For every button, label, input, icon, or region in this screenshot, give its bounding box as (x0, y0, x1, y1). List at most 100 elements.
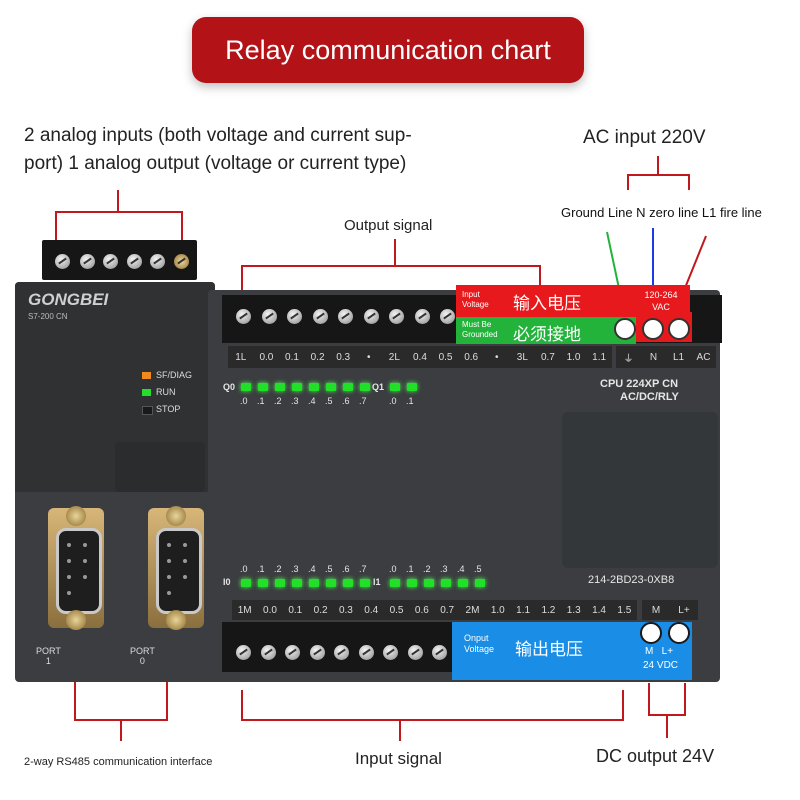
q0-group-label: Q0 (223, 382, 236, 392)
input-terminal-screw-4[interactable] (334, 645, 349, 660)
output-terminal-screw-2[interactable] (287, 309, 302, 324)
i0-led-1 (258, 579, 268, 587)
q0-led-3 (292, 383, 302, 391)
run-label: RUN (156, 387, 176, 397)
input-terminal-screw-6[interactable] (383, 645, 398, 660)
input-terminal-screw-8[interactable] (432, 645, 447, 660)
input-terminal-screw-3[interactable] (309, 645, 325, 660)
q0-led-1 (258, 383, 268, 391)
top-terminal-label-3: 0.2 (310, 351, 325, 363)
q0-led-label-6: .6 (342, 396, 350, 406)
output-terminal-screw-5[interactable] (363, 309, 379, 324)
input-terminal-screw-5[interactable] (358, 645, 374, 660)
i0-led-label-7: .7 (359, 564, 367, 574)
model-small-label: S7-200 CN (28, 312, 68, 321)
i0-led-3 (292, 579, 302, 587)
top-terminal-label-10: • (494, 351, 499, 363)
i0-led-label-2: .2 (274, 564, 282, 574)
i0-group-label: I0 (223, 577, 231, 587)
q0-led-2 (275, 383, 285, 391)
bottom-terminal-label-13: 1.3 (566, 604, 581, 616)
run-led (142, 389, 151, 396)
output-terminal-screw-7[interactable] (414, 309, 430, 324)
bottom-terminal-label-2: 0.1 (288, 604, 303, 616)
top-terminal-label-8: 0.5 (438, 351, 453, 363)
i1-group-label: I1 (373, 577, 381, 587)
rs485-port-0[interactable] (148, 506, 204, 630)
output-terminal-screw-4[interactable] (338, 309, 353, 324)
q0-led-4 (309, 383, 319, 391)
top-terminal-label-13: 1.0 (566, 351, 581, 363)
stop-led (142, 406, 153, 415)
grounded-cn: 必须接地 (513, 325, 581, 345)
cpu-type-label: AC/DC/RLY (620, 391, 679, 403)
bottom-terminal-label-11: 1.1 (516, 604, 531, 616)
dc-m-screw-icon (640, 622, 662, 644)
bottom-terminal-label-4: 0.3 (338, 604, 353, 616)
input-voltage-label (456, 285, 632, 317)
i0-led-label-1: .1 (257, 564, 265, 574)
top-terminal-label-1: 0.0 (259, 351, 274, 363)
output-terminal-screw-1[interactable] (261, 309, 277, 324)
input-terminal-screw-1[interactable] (260, 645, 276, 660)
q0-led-label-1: .1 (257, 396, 265, 406)
i1-led-label-1: .1 (406, 564, 414, 574)
output-terminal-screw-6[interactable] (389, 309, 404, 324)
bottom-right-terminal-labels: M L+ (642, 600, 698, 620)
sf-diag-led (142, 372, 151, 379)
voltage-range-box (632, 285, 690, 317)
q0-led-5 (326, 383, 336, 391)
brand-logo: GONGBEI (28, 290, 109, 309)
input-voltage-en: Input Voltage (462, 290, 489, 309)
output-voltage-en: Onput Voltage (464, 633, 495, 654)
output-terminal-screw-8[interactable] (440, 309, 455, 324)
i0-led-label-5: .5 (325, 564, 333, 574)
top-terminal-label-12: 0.7 (540, 351, 555, 363)
bottom-terminal-label-8: 0.7 (440, 604, 455, 616)
input-terminal-screw-0[interactable] (236, 645, 251, 660)
i1-led-0 (390, 579, 400, 587)
port0-label: PORT 0 (130, 646, 155, 666)
bottom-right-terminal-label-0: M (651, 604, 661, 616)
grounded-en: Must Be Grounded (462, 320, 498, 339)
output-signal-callout: Output signal (344, 217, 433, 234)
stop-label: STOP (156, 404, 181, 414)
i1-led-label-3: .3 (440, 564, 448, 574)
part-number-label: 214-2BD23-0XB8 (588, 574, 675, 586)
ground-line-callout: Ground Line N zero line L1 fire line (561, 205, 762, 220)
q1-group-label: Q1 (372, 382, 385, 392)
l1-screw-icon (668, 318, 690, 340)
top-terminal-label-7: 0.4 (413, 351, 427, 363)
q0-led-7 (360, 383, 370, 391)
rs485-callout: 2-way RS485 communication interface (24, 756, 213, 768)
bottom-right-terminal-label-1: L+ (678, 604, 690, 616)
i0-led-label-0: .0 (240, 564, 248, 574)
top-terminal-label-11: 3L (516, 351, 528, 363)
q0-led-label-2: .2 (274, 396, 282, 406)
q0-led-0 (241, 383, 251, 391)
top-terminal-label-5: • (367, 351, 371, 363)
top-terminal-label-6: 2L (388, 351, 400, 363)
bottom-terminal-label-5: 0.4 (364, 604, 379, 616)
output-terminal-screw-3[interactable] (312, 309, 328, 324)
ac-input-callout: AC input 220V (583, 127, 706, 148)
i1-led-5 (475, 579, 485, 587)
q1-led-label-0: .0 (389, 396, 397, 406)
side-cover (562, 412, 718, 568)
i1-led-label-2: .2 (423, 564, 431, 574)
grounded-label (456, 317, 636, 344)
input-terminal-screw-7[interactable] (407, 645, 423, 660)
top-right-terminal-label-3: AC (696, 351, 711, 363)
output-terminal-screw-0[interactable] (236, 309, 251, 324)
rs485-port-1[interactable] (48, 506, 104, 630)
ground-screw-icon (614, 318, 636, 340)
q0-led-label-0: .0 (240, 396, 248, 406)
top-terminal-label-2: 0.1 (285, 351, 299, 363)
q0-led-6 (343, 383, 353, 391)
title-banner: Relay communication chart (192, 17, 584, 83)
input-terminal-screw-2[interactable] (285, 645, 300, 660)
output-voltage-cn: 输出电压 (515, 640, 583, 660)
port1-label: PORT 1 (36, 646, 61, 666)
